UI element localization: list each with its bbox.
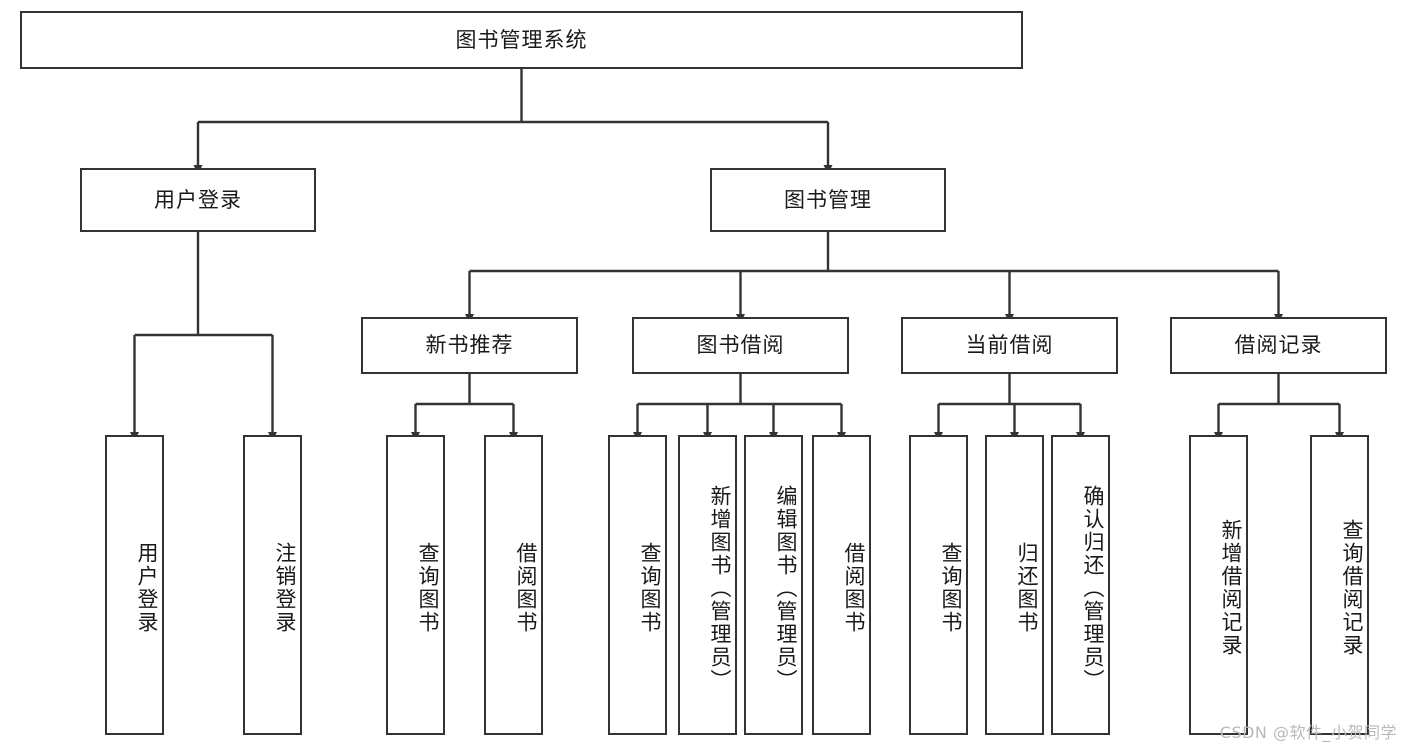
node-leaf-rec-query[interactable]: 查询图书 (386, 435, 445, 735)
node-leaf-cb-query[interactable]: 查询图书 (909, 435, 968, 735)
node-current-borrow[interactable]: 当前借阅 (901, 317, 1118, 374)
node-label: 借阅图书 (842, 542, 866, 634)
node-user-login[interactable]: 用户登录 (80, 168, 316, 232)
node-label: 借阅图书 (514, 542, 538, 634)
node-leaf-bb-query[interactable]: 查询图书 (608, 435, 667, 735)
node-label: 新增借阅记录 (1219, 519, 1243, 657)
node-label: 图书管理 (784, 187, 872, 212)
node-label: 查询图书 (939, 542, 963, 634)
node-label: 用户登录 (154, 187, 242, 212)
node-book-borrow[interactable]: 图书借阅 (632, 317, 849, 374)
node-label: 新书推荐 (425, 333, 514, 357)
node-label: 图书管理系统 (455, 27, 588, 52)
node-leaf-br-add[interactable]: 新增借阅记录 (1189, 435, 1248, 735)
connector-bar-rec-split (415, 374, 514, 406)
node-label: 当前借阅 (965, 333, 1054, 357)
connector-bar-login-split (134, 232, 273, 337)
connector-bar-root-split (198, 69, 828, 124)
connector-bar-bb-split (637, 374, 842, 406)
node-leaf-bb-add[interactable]: 新增图书（管理员） (678, 435, 737, 735)
node-leaf-user-logout[interactable]: 注销登录 (243, 435, 302, 735)
node-leaf-cb-return[interactable]: 归还图书 (985, 435, 1044, 735)
node-label: 借阅记录 (1234, 333, 1323, 357)
connector-bar-br-split (1218, 374, 1340, 406)
node-leaf-cb-confirm[interactable]: 确认归还（管理员） (1051, 435, 1110, 735)
node-label: 查询借阅记录 (1340, 519, 1364, 657)
node-leaf-br-query[interactable]: 查询借阅记录 (1310, 435, 1369, 735)
node-label: 新增图书（管理员） (708, 484, 732, 692)
node-label: 注销登录 (273, 542, 297, 634)
node-leaf-rec-borrow[interactable]: 借阅图书 (484, 435, 543, 735)
node-root[interactable]: 图书管理系统 (20, 11, 1023, 69)
connector-bar-manage-split (469, 232, 1279, 273)
node-label: 查询图书 (416, 542, 440, 634)
node-new-book-rec[interactable]: 新书推荐 (361, 317, 578, 374)
node-label: 确认归还（管理员） (1081, 484, 1105, 692)
node-label: 图书借阅 (696, 333, 785, 357)
connector-bar-cb-split (938, 374, 1081, 406)
node-label: 用户登录 (135, 542, 159, 634)
node-leaf-bb-edit[interactable]: 编辑图书（管理员） (744, 435, 803, 735)
node-label: 查询图书 (638, 542, 662, 634)
node-leaf-user-login[interactable]: 用户登录 (105, 435, 164, 735)
node-label: 归还图书 (1015, 542, 1039, 634)
node-leaf-bb-borrow[interactable]: 借阅图书 (812, 435, 871, 735)
node-label: 编辑图书（管理员） (774, 484, 798, 692)
node-borrow-record[interactable]: 借阅记录 (1170, 317, 1387, 374)
csdn-watermark: CSDN @软件_小贺同学 (1219, 723, 1397, 742)
node-book-manage[interactable]: 图书管理 (710, 168, 946, 232)
